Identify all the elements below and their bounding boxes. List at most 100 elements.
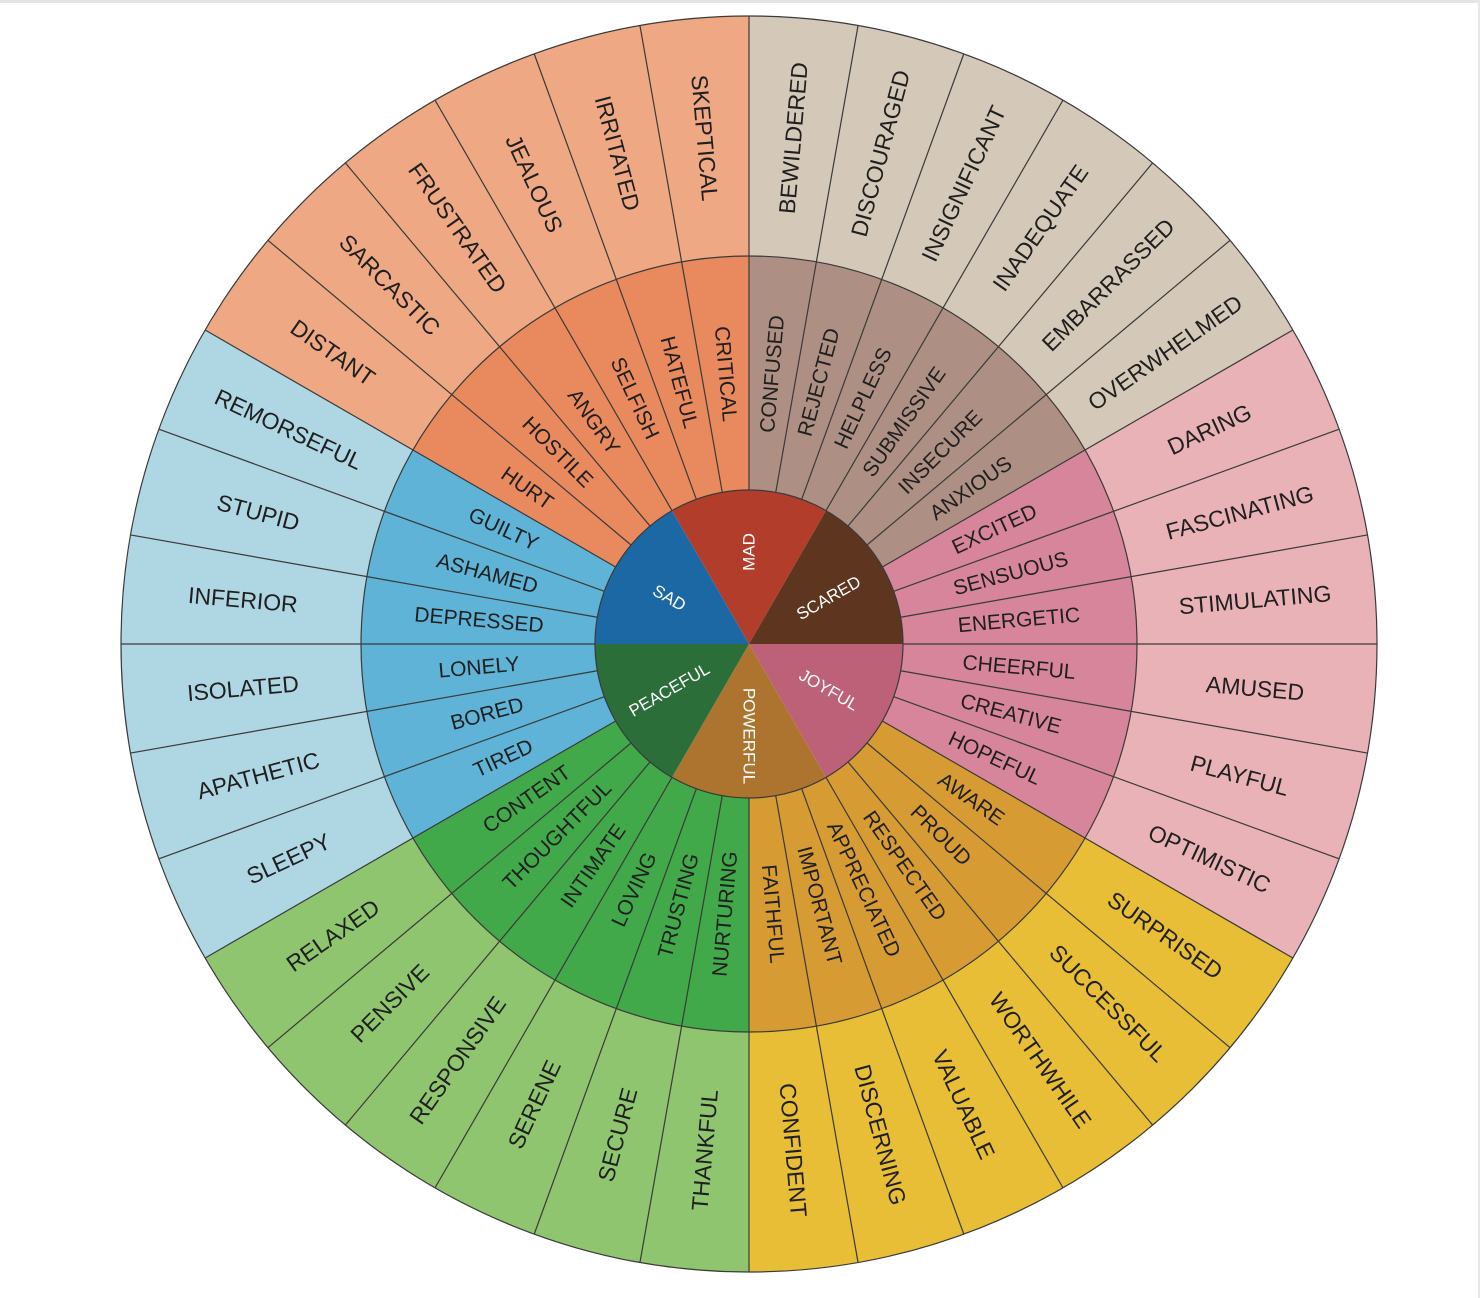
core-wedge-sad [595, 510, 749, 644]
divider-line [344, 761, 651, 1126]
middle-wedge-appreciated [801, 777, 943, 1009]
divider-line [204, 329, 616, 568]
middle-wedge-hopeful [882, 696, 1114, 838]
middle-wedge-proud [847, 742, 1047, 942]
middle-wedge-anxious [866, 394, 1086, 567]
divider-line [900, 534, 1368, 618]
outer-wedge-inadequate [943, 100, 1153, 347]
outer-wedge-thankful [639, 1026, 749, 1272]
middle-wedge-lonely [361, 644, 598, 712]
divider-line [775, 25, 859, 493]
wheel-divider-lines [120, 15, 1378, 1273]
middle-wedge-nurturing [681, 795, 749, 1032]
middle-wedge-aware [866, 721, 1086, 894]
core-wedge-peaceful [595, 644, 749, 778]
divider-line [900, 670, 1368, 754]
outer-wedge-valuable [881, 980, 1063, 1235]
outer-wedge-discerning [816, 1008, 964, 1263]
outer-wedge-frustrated [345, 100, 555, 347]
outer-wedge-overwhelmed [1046, 240, 1293, 450]
outer-wedge-insignificant [881, 53, 1063, 308]
middle-wedge-bored [366, 670, 605, 777]
divider-line [533, 788, 697, 1235]
middle-wedge-selfish [555, 279, 697, 511]
core-wedge-scared [749, 510, 903, 644]
middle-wedge-rejected [775, 261, 882, 500]
core-wedge-powerful [672, 644, 826, 799]
divider-line [130, 534, 598, 618]
middle-wedge-hurt [412, 394, 632, 567]
middle-ring [360, 255, 1138, 1033]
outer-wedge-secure [534, 1008, 682, 1263]
middle-wedge-energetic [900, 576, 1137, 644]
middle-wedge-content [412, 721, 632, 894]
outer-wedge-distant [205, 240, 452, 450]
wheel-wedges [121, 16, 1377, 1272]
outer-wedge-relaxed [205, 838, 452, 1048]
middle-wedge-excited [882, 450, 1114, 592]
outer-wedge-stimulating [1131, 534, 1377, 644]
middle-wedge-confused [749, 256, 817, 493]
outer-wedge-playful [1113, 711, 1368, 859]
outer-wedge-sarcastic [267, 162, 500, 395]
core-wedge-mad [672, 489, 826, 644]
middle-wedge-angry [499, 307, 672, 527]
outer-wedge-surprised [1046, 838, 1293, 1048]
outer-wedge-daring [1085, 330, 1340, 512]
outer-wedge-responsive [345, 941, 555, 1188]
outer-wedge-fascinating [1113, 429, 1368, 577]
core-label-powerful: POWERFUL [740, 688, 759, 784]
outer-wedge-pensive [267, 893, 500, 1126]
middle-wedge-cheerful [900, 644, 1137, 712]
outer-wedge-stupid [130, 429, 385, 577]
middle-wedge-helpless [801, 279, 943, 511]
outer-wedge-isolated [121, 644, 367, 754]
outer-wedge-apathetic [130, 711, 385, 859]
divider-line [130, 670, 598, 754]
core-wedge-joyful [749, 644, 903, 778]
outer-wedge-sleepy [158, 776, 413, 958]
middle-wedge-ashamed [366, 511, 605, 618]
divider-line [434, 99, 673, 511]
divider-line [158, 428, 605, 592]
middle-wedge-insecure [847, 346, 1047, 546]
outer-ring [120, 15, 1378, 1273]
middle-wedge-critical [681, 256, 749, 493]
middle-wedge-respected [826, 761, 999, 981]
middle-wedge-important [775, 788, 882, 1027]
right-border [1478, 0, 1480, 1298]
outer-wedge-serene [435, 980, 617, 1235]
middle-wedge-trusting [616, 788, 723, 1027]
divider-line [847, 162, 1154, 527]
outer-wedge-irritated [534, 25, 682, 280]
middle-wedge-depressed [361, 576, 598, 644]
middle-wedge-submissive [826, 307, 999, 527]
divider-line [847, 761, 1154, 1126]
outer-wedge-inferior [121, 534, 367, 644]
middle-wedge-faithful [749, 795, 817, 1032]
middle-wedge-hostile [451, 346, 651, 546]
divider-line [639, 25, 723, 493]
divider-line [882, 329, 1294, 568]
core-ring [594, 489, 904, 799]
divider-line [801, 53, 965, 500]
divider-line [639, 795, 723, 1263]
outer-wedge-remorseful [158, 330, 413, 512]
middle-wedge-sensuous [893, 511, 1132, 618]
middle-wedge-tired [384, 696, 616, 838]
outer-wedge-discouraged [816, 25, 964, 280]
middle-wedge-loving [555, 777, 697, 1009]
divider-line [267, 742, 632, 1049]
outer-wedge-amused [1131, 644, 1377, 754]
outer-wedge-optimistic [1085, 776, 1340, 958]
middle-wedge-guilty [384, 450, 616, 592]
middle-wedge-thoughtful [451, 742, 651, 942]
outer-wedge-successful [998, 893, 1231, 1126]
divider-line [825, 99, 1064, 511]
divider-line [158, 696, 605, 860]
outer-wedge-skeptical [639, 16, 749, 262]
outer-wedge-bewildered [749, 16, 859, 262]
divider-line [344, 162, 651, 527]
middle-wedge-creative [893, 670, 1132, 777]
